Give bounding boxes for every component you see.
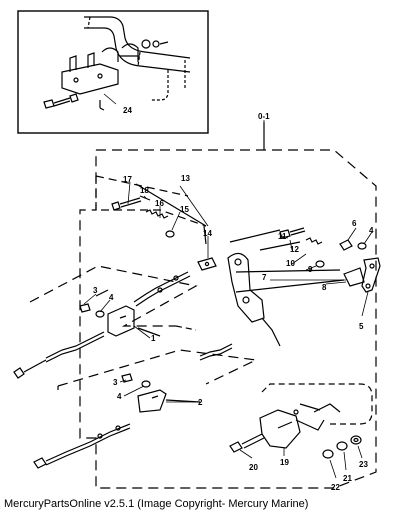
- callout-19: 19: [280, 458, 289, 467]
- assembly-boundary: [79, 122, 377, 489]
- callout-8: 8: [322, 283, 327, 292]
- callout-14: 14: [203, 229, 212, 238]
- assembly-label: 0-1: [258, 112, 270, 121]
- callout-18: 18: [140, 186, 149, 195]
- callout-21: 21: [343, 474, 352, 483]
- callout-7: 7: [262, 273, 267, 282]
- callout-23: 23: [359, 460, 368, 469]
- callout-3-upper: 3: [93, 286, 98, 295]
- callout-13: 13: [181, 174, 190, 183]
- callout-24: 24: [123, 106, 132, 115]
- callout-4-right: 4: [369, 226, 374, 235]
- callout-10: 10: [286, 259, 295, 268]
- shift-lever: [227, 252, 281, 347]
- callout-9: 9: [308, 265, 313, 274]
- callout-5: 5: [359, 322, 364, 331]
- inset-detail: [17, 10, 209, 134]
- mount-assembly: [229, 383, 373, 459]
- copyright-footer: MercuryPartsOnline v2.5.1 (Image Copyrig…: [4, 498, 309, 510]
- upper-cable: [13, 265, 198, 379]
- lower-cable: [33, 343, 259, 469]
- callout-17: 17: [123, 175, 132, 184]
- callout-16: 16: [155, 199, 164, 208]
- right-bracket-assembly: [229, 227, 381, 293]
- callout-12: 12: [290, 245, 299, 254]
- callout-1: 1: [151, 334, 156, 343]
- callout-3-lower: 3: [113, 378, 118, 387]
- detent-block: [197, 257, 217, 271]
- callout-15: 15: [180, 205, 189, 214]
- callout-2: 2: [198, 398, 203, 407]
- detent-assembly: [111, 183, 207, 238]
- callout-4-lower: 4: [117, 392, 122, 401]
- callout-20: 20: [249, 463, 258, 472]
- callout-11: 11: [278, 232, 287, 241]
- leader-lines: [83, 93, 373, 479]
- callout-6: 6: [352, 219, 357, 228]
- callout-22: 22: [331, 483, 340, 492]
- callout-4-upper: 4: [109, 293, 114, 302]
- callout-labels: 0-1 24 17 18 13 16 15 14 11 12 10 9 7 8 …: [93, 106, 374, 492]
